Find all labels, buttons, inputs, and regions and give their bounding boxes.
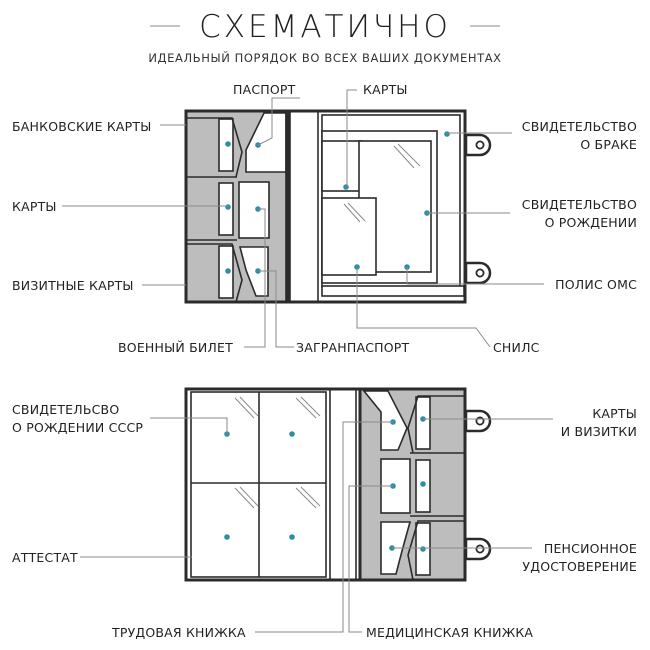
bottom-right-panel: [358, 387, 467, 582]
label-birth-line2: О РОЖДЕНИИ: [545, 215, 637, 230]
label-cards-visits-line1: КАРТЫ: [592, 406, 637, 421]
label-snils: СНИЛС: [493, 340, 540, 355]
label-ussr-line2: О РОЖДЕНИИ СССР: [12, 420, 143, 435]
marker-cards-visits-2: [420, 481, 426, 487]
label-oms: ПОЛИС ОМС: [555, 277, 637, 292]
bottom-tab-lower: [464, 537, 492, 561]
marker-attestat-2: [289, 534, 295, 540]
marker-cards-left: [225, 204, 231, 210]
label-ussr-line1: СВИДЕТЕЛЬСВО: [12, 402, 119, 417]
label-cards-left: КАРТЫ: [12, 199, 57, 214]
label-attestat: АТТЕСТАТ: [12, 550, 78, 565]
label-bank-cards: БАНКОВСКИЕ КАРТЫ: [12, 119, 151, 134]
bottom-card-slot-1: [415, 396, 431, 450]
label-birth-line1: СВИДЕТЕЛЬСТВО: [522, 197, 637, 212]
marker-attestat: [224, 534, 230, 540]
snils-card: [321, 197, 377, 276]
top-cards-card: [321, 140, 363, 192]
top-organizer: [184, 109, 492, 304]
label-foreign-passport: ЗАГРАНПАСПОРТ: [296, 340, 410, 355]
page-subtitle: ИДЕАЛЬНЫЙ ПОРЯДОК ВО ВСЕХ ВАШИХ ДОКУМЕНТ…: [148, 50, 501, 65]
medical-book-pocket: [362, 390, 408, 451]
marker-bank-cards: [225, 141, 231, 147]
label-business-cards: ВИЗИТНЫЕ КАРТЫ: [12, 278, 134, 293]
label-marriage-line2: О БРАКЕ: [580, 137, 637, 152]
label-military: ВОЕННЫЙ БИЛЕТ: [118, 340, 233, 355]
label-medical-book: МЕДИЦИНСКАЯ КНИЖКА: [366, 625, 533, 640]
passport-pocket: [245, 112, 287, 173]
oms-sheet: [321, 285, 465, 297]
top-card-slot-2: [218, 182, 234, 236]
marker-ussr-birth-2: [289, 431, 295, 437]
marker-business-cards: [225, 268, 231, 274]
label-pension-line2: УДОСТОВЕРЕНИЕ: [522, 559, 637, 574]
marker-cards-visits-3: [420, 546, 426, 552]
label-marriage-line1: СВИДЕТЕЛЬСТВО: [522, 119, 637, 134]
foreign-passport-pocket: [238, 246, 269, 297]
page-title: СХЕМАТИЧНО: [199, 9, 451, 45]
marker-marriage: [444, 131, 450, 137]
label-passport: ПАСПОРТ: [233, 82, 296, 97]
top-tab-upper: [464, 133, 492, 157]
label-cards-visits-line2: И ВИЗИТКИ: [561, 424, 637, 439]
top-tab-lower: [464, 261, 492, 285]
label-labor-book: ТРУДОВАЯ КНИЖКА: [111, 625, 246, 640]
label-cards-top: КАРТЫ: [363, 82, 408, 97]
label-pension-line1: ПЕНСИОННОЕ: [544, 541, 637, 556]
military-pocket: [238, 181, 270, 239]
marker-cards-top: [343, 184, 349, 190]
bottom-tab-upper: [464, 409, 492, 433]
bottom-organizer: [184, 387, 492, 582]
